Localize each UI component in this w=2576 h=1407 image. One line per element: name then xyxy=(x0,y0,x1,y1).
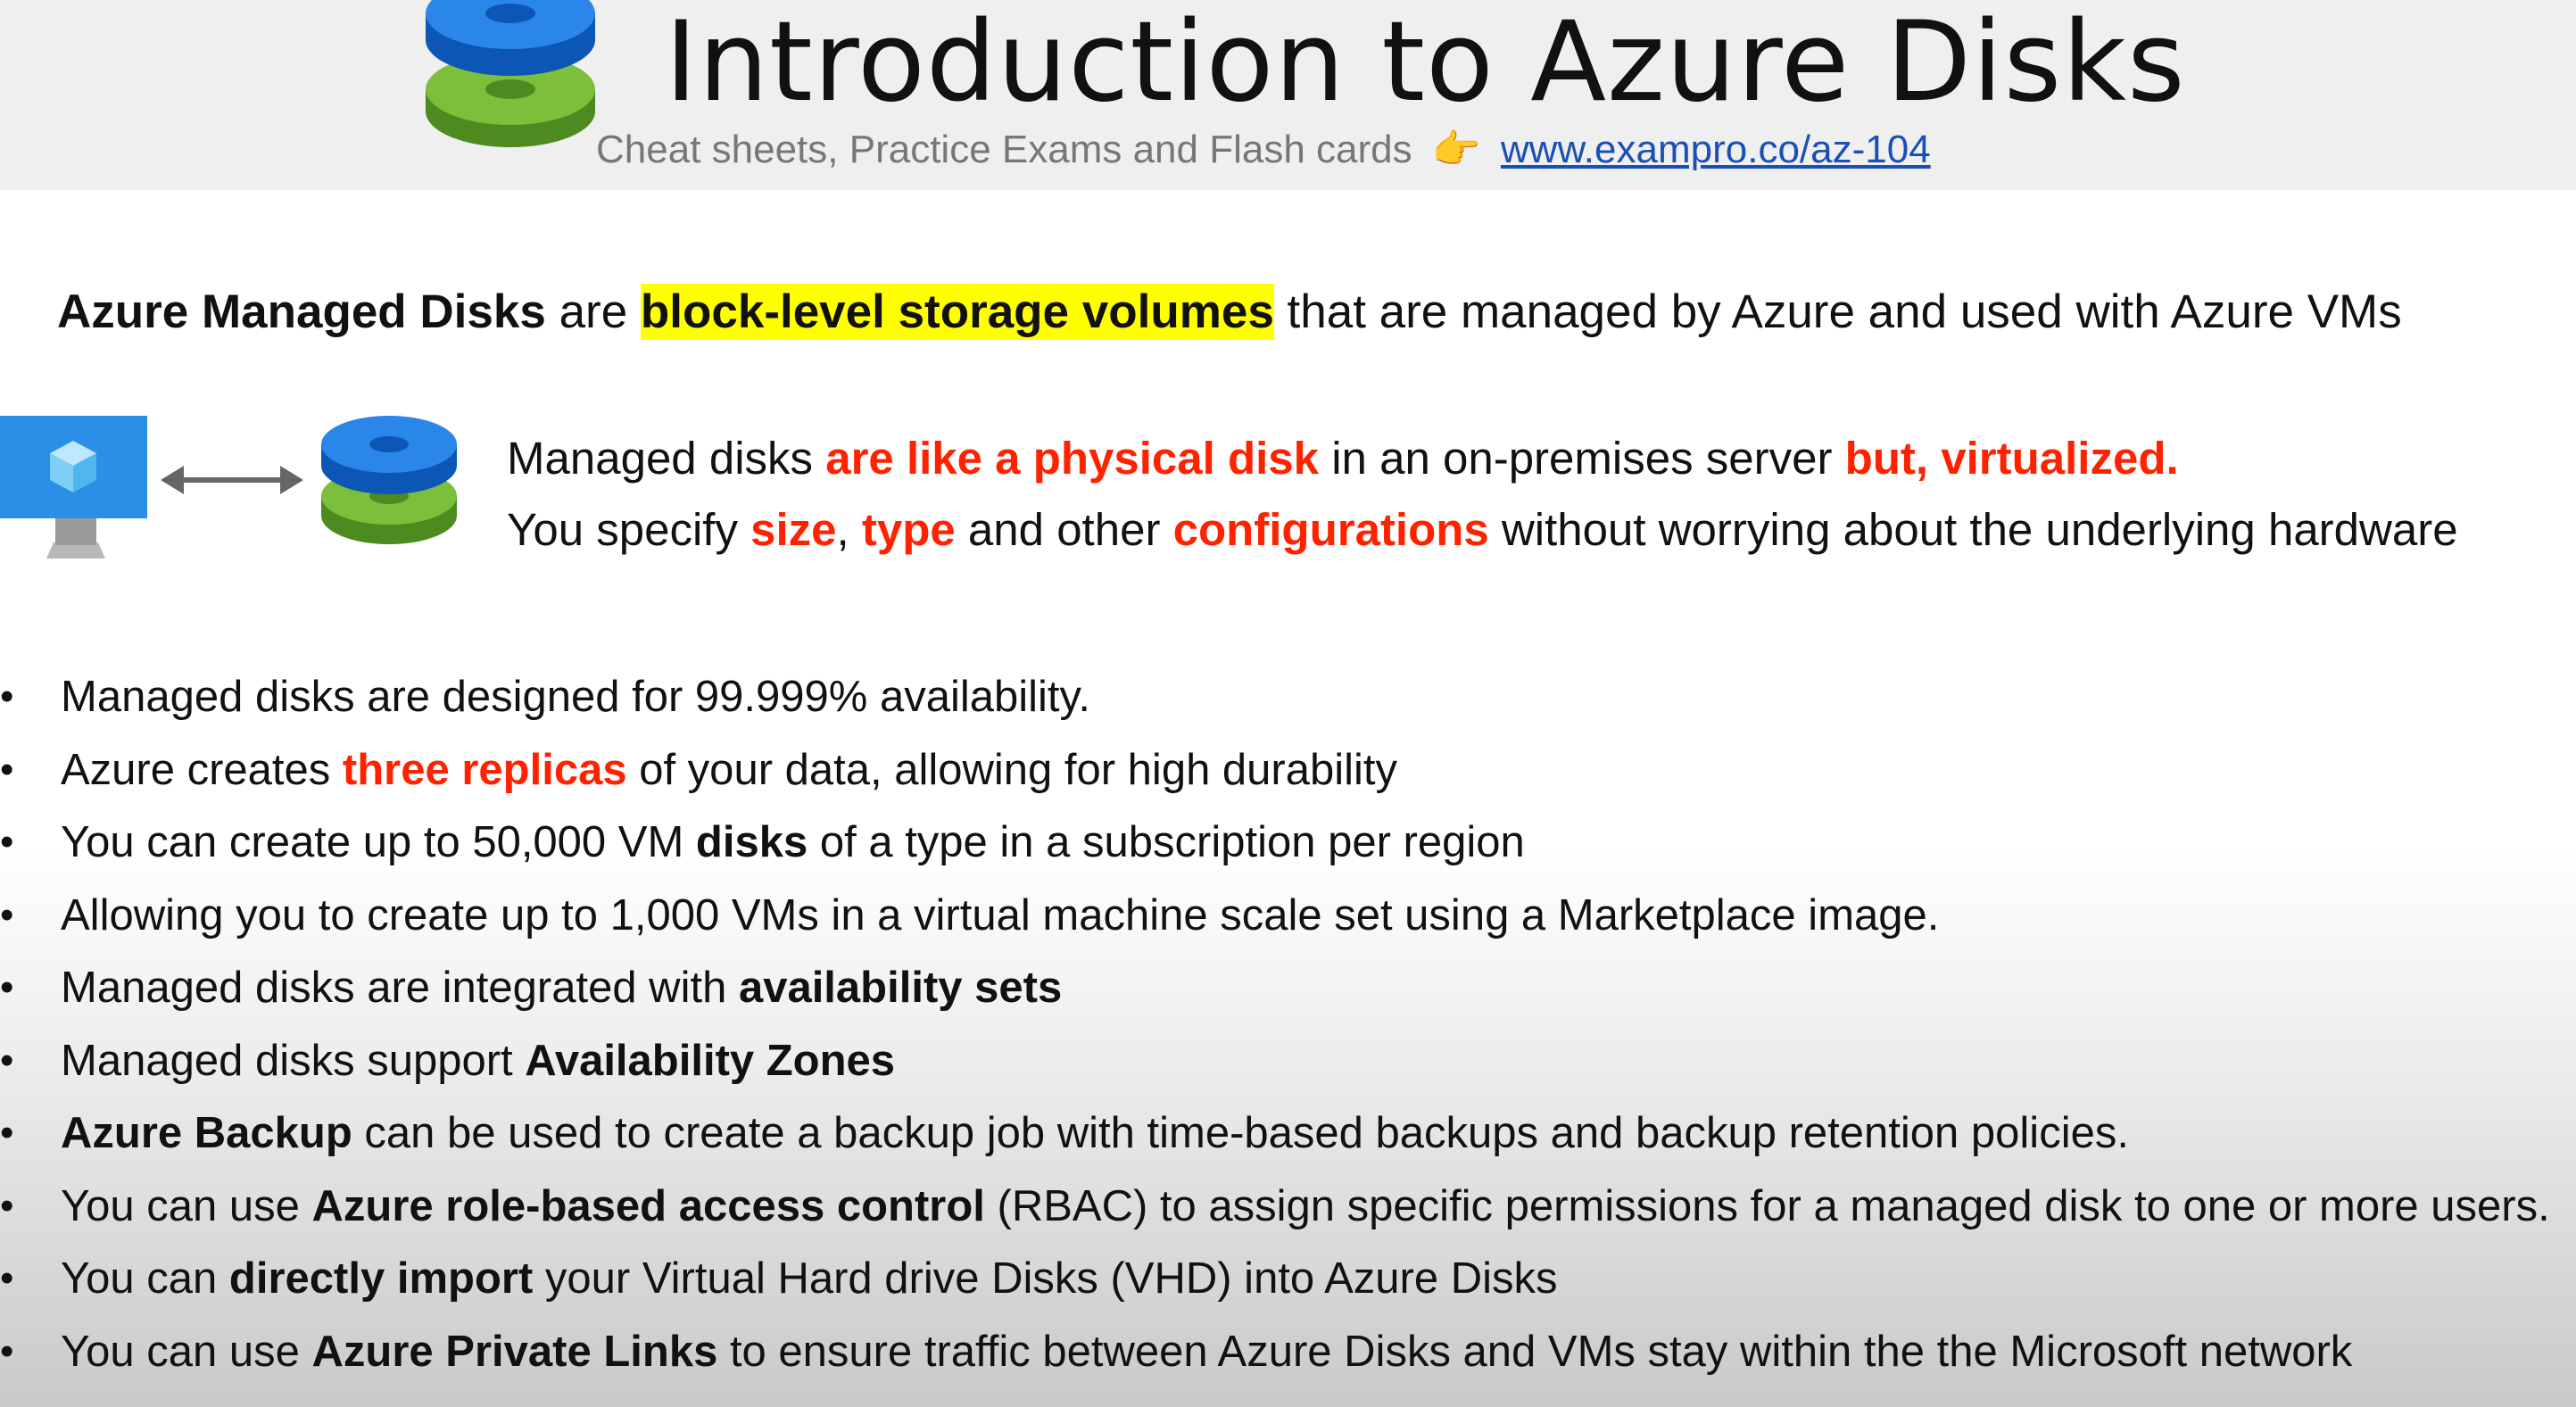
managed-disk-icon xyxy=(321,416,457,544)
bullet-item: Allowing you to create up to 1,000 VMs i… xyxy=(0,881,2550,954)
desc1-a: Managed disks xyxy=(507,433,826,484)
subtitle-text: Cheat sheets, Practice Exams and Flash c… xyxy=(596,128,1412,171)
desc2-e: and other xyxy=(955,504,1173,555)
description-line-2: You specify size, type and other configu… xyxy=(507,494,2458,566)
description-line-1: Managed disks are like a physical disk i… xyxy=(507,423,2458,494)
bullet-text: You can create up to 50,000 VM xyxy=(61,818,696,866)
bidirectional-arrow-icon xyxy=(161,466,303,494)
desc1-b: are like a physical disk xyxy=(825,433,1320,484)
bullet-text: Managed disks are designed for 99.999% a… xyxy=(61,673,1091,721)
intro-rest: that are managed by Azure and used with … xyxy=(1273,286,2402,338)
bullet-text: Managed disks are integrated with xyxy=(61,964,739,1012)
bullet-item: You can use Azure Private Links to ensur… xyxy=(0,1317,2550,1390)
bullet-text: to ensure traffic between Azure Disks an… xyxy=(717,1327,2353,1376)
bullet-bold: Azure Backup xyxy=(61,1109,352,1157)
bullet-item: You can directly import your Virtual Har… xyxy=(0,1244,2550,1317)
bullet-emphasis: three replicas xyxy=(342,745,627,794)
page-title: Introduction to Azure Disks xyxy=(665,0,2186,127)
bullet-text: You can use xyxy=(61,1181,312,1230)
intro-highlight: block-level storage volumes xyxy=(640,284,1274,340)
bullet-item: You can use Azure role-based access cont… xyxy=(0,1171,2550,1245)
desc2-g: without worrying about the underlying ha… xyxy=(1488,504,2458,555)
desc2-d: type xyxy=(861,504,956,555)
bullet-bold: availability sets xyxy=(738,964,1063,1012)
intro-sentence: Azure Managed Disks are block-level stor… xyxy=(57,278,2402,346)
intro-bold: Azure Managed Disks xyxy=(57,286,546,338)
bullet-text: You can xyxy=(61,1254,229,1303)
desc2-f: configurations xyxy=(1172,504,1489,555)
pointing-hand-icon: 👉 xyxy=(1431,128,1481,171)
virtual-machine-icon xyxy=(0,416,147,559)
feature-bullet-list: Managed disks are designed for 99.999% a… xyxy=(0,662,2550,1389)
desc2-a: You specify xyxy=(507,504,751,555)
bullet-text: Allowing you to create up to 1,000 VMs i… xyxy=(61,890,1940,939)
bullet-bold: Azure role-based access control xyxy=(311,1181,985,1230)
bullet-text: of a type in a subscription per region xyxy=(808,818,1525,866)
bullet-bold: Availability Zones xyxy=(525,1036,896,1085)
header-banner: Introduction to Azure Disks Cheat sheets… xyxy=(0,0,2576,190)
bullet-text: You can use xyxy=(61,1327,312,1376)
bullet-item: Azure creates three replicas of your dat… xyxy=(0,735,2550,808)
desc1-c: in an on-premises server xyxy=(1319,433,1845,484)
bullet-item: You can create up to 50,000 VM disks of … xyxy=(0,807,2550,881)
bullet-bold: Azure Private Links xyxy=(311,1327,718,1376)
bullet-text: of your data, allowing for high durabili… xyxy=(626,745,1398,794)
bullet-text: your Virtual Hard drive Disks (VHD) into… xyxy=(533,1254,1558,1303)
bullet-text: Azure creates xyxy=(61,745,343,794)
bullet-item: Managed disks are integrated with availa… xyxy=(0,953,2550,1026)
bullet-bold: directly import xyxy=(228,1254,534,1303)
desc2-c: , xyxy=(836,504,862,555)
desc1-d: but, virtualized. xyxy=(1844,433,2179,484)
bullet-item: Azure Backup can be used to create a bac… xyxy=(0,1098,2550,1171)
desc2-b: size xyxy=(750,504,837,555)
bullet-item: Managed disks support Availability Zones xyxy=(0,1026,2550,1099)
azure-disk-logo-icon xyxy=(426,0,595,147)
bullet-text: (RBAC) to assign specific permissions fo… xyxy=(984,1181,2550,1230)
bullet-bold: disks xyxy=(695,818,808,866)
bullet-text: Managed disks support xyxy=(61,1036,526,1085)
intro-middle: are xyxy=(545,286,641,338)
exampro-link[interactable]: www.exampro.co/az-104 xyxy=(1500,128,1931,171)
subtitle: Cheat sheets, Practice Exams and Flash c… xyxy=(596,125,1931,175)
bullet-text: can be used to create a backup job with … xyxy=(352,1109,2129,1157)
bullet-item: Managed disks are designed for 99.999% a… xyxy=(0,662,2550,735)
managed-disk-description: Managed disks are like a physical disk i… xyxy=(507,423,2458,566)
